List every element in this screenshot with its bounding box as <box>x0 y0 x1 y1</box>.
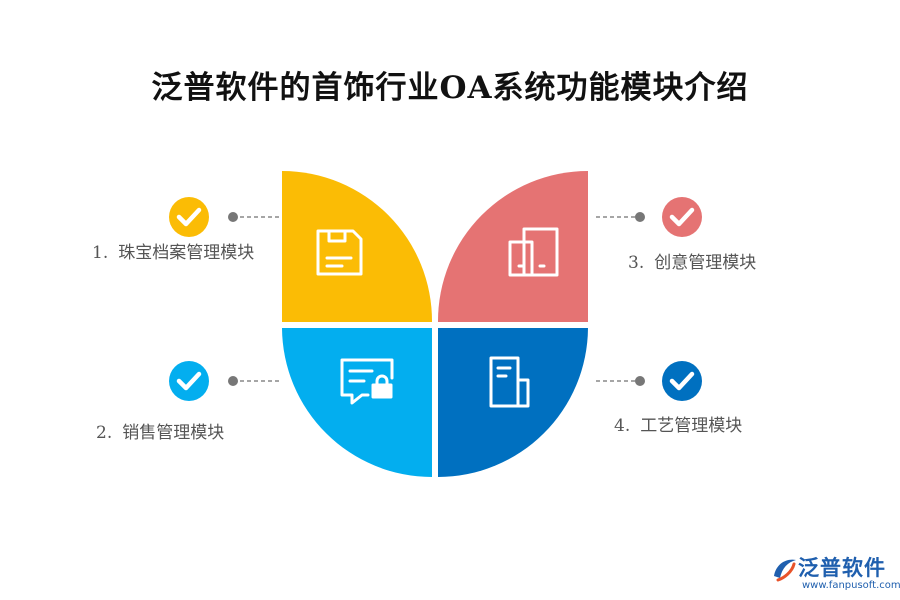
save-icon <box>316 229 363 276</box>
page-title: 泛普软件的首饰行业OA系统功能模块介绍 <box>151 70 749 106</box>
quadrant-3 <box>437 171 588 322</box>
document-icon <box>489 356 530 408</box>
connector-dot-1 <box>228 212 238 222</box>
check-icon <box>662 361 702 401</box>
module-label-4: 4.工艺管理模块 <box>614 416 743 436</box>
check-icon <box>662 197 702 237</box>
quadrant-2 <box>282 328 432 477</box>
check-icon <box>169 197 209 237</box>
quadrant-4 <box>438 328 588 477</box>
logo-url: www.fanpusoft.com <box>802 580 900 591</box>
connector-dot-4 <box>635 376 645 386</box>
brand-logo: 泛普软件 www.fanpusoft.com <box>770 552 900 596</box>
module-label-2: 2.销售管理模块 <box>96 423 225 443</box>
module-label-3: 3.创意管理模块 <box>628 253 757 273</box>
quadrant-1 <box>282 171 433 322</box>
module-label-1: 1.珠宝档案管理模块 <box>92 243 255 263</box>
connector-dot-3 <box>635 212 645 222</box>
logo-text: 泛普软件 <box>798 556 886 580</box>
check-icon <box>169 361 209 401</box>
connector-dot-2 <box>228 376 238 386</box>
devices-icon <box>508 227 559 277</box>
logo-mark-icon <box>774 559 796 582</box>
chat-lock-icon <box>340 358 394 405</box>
